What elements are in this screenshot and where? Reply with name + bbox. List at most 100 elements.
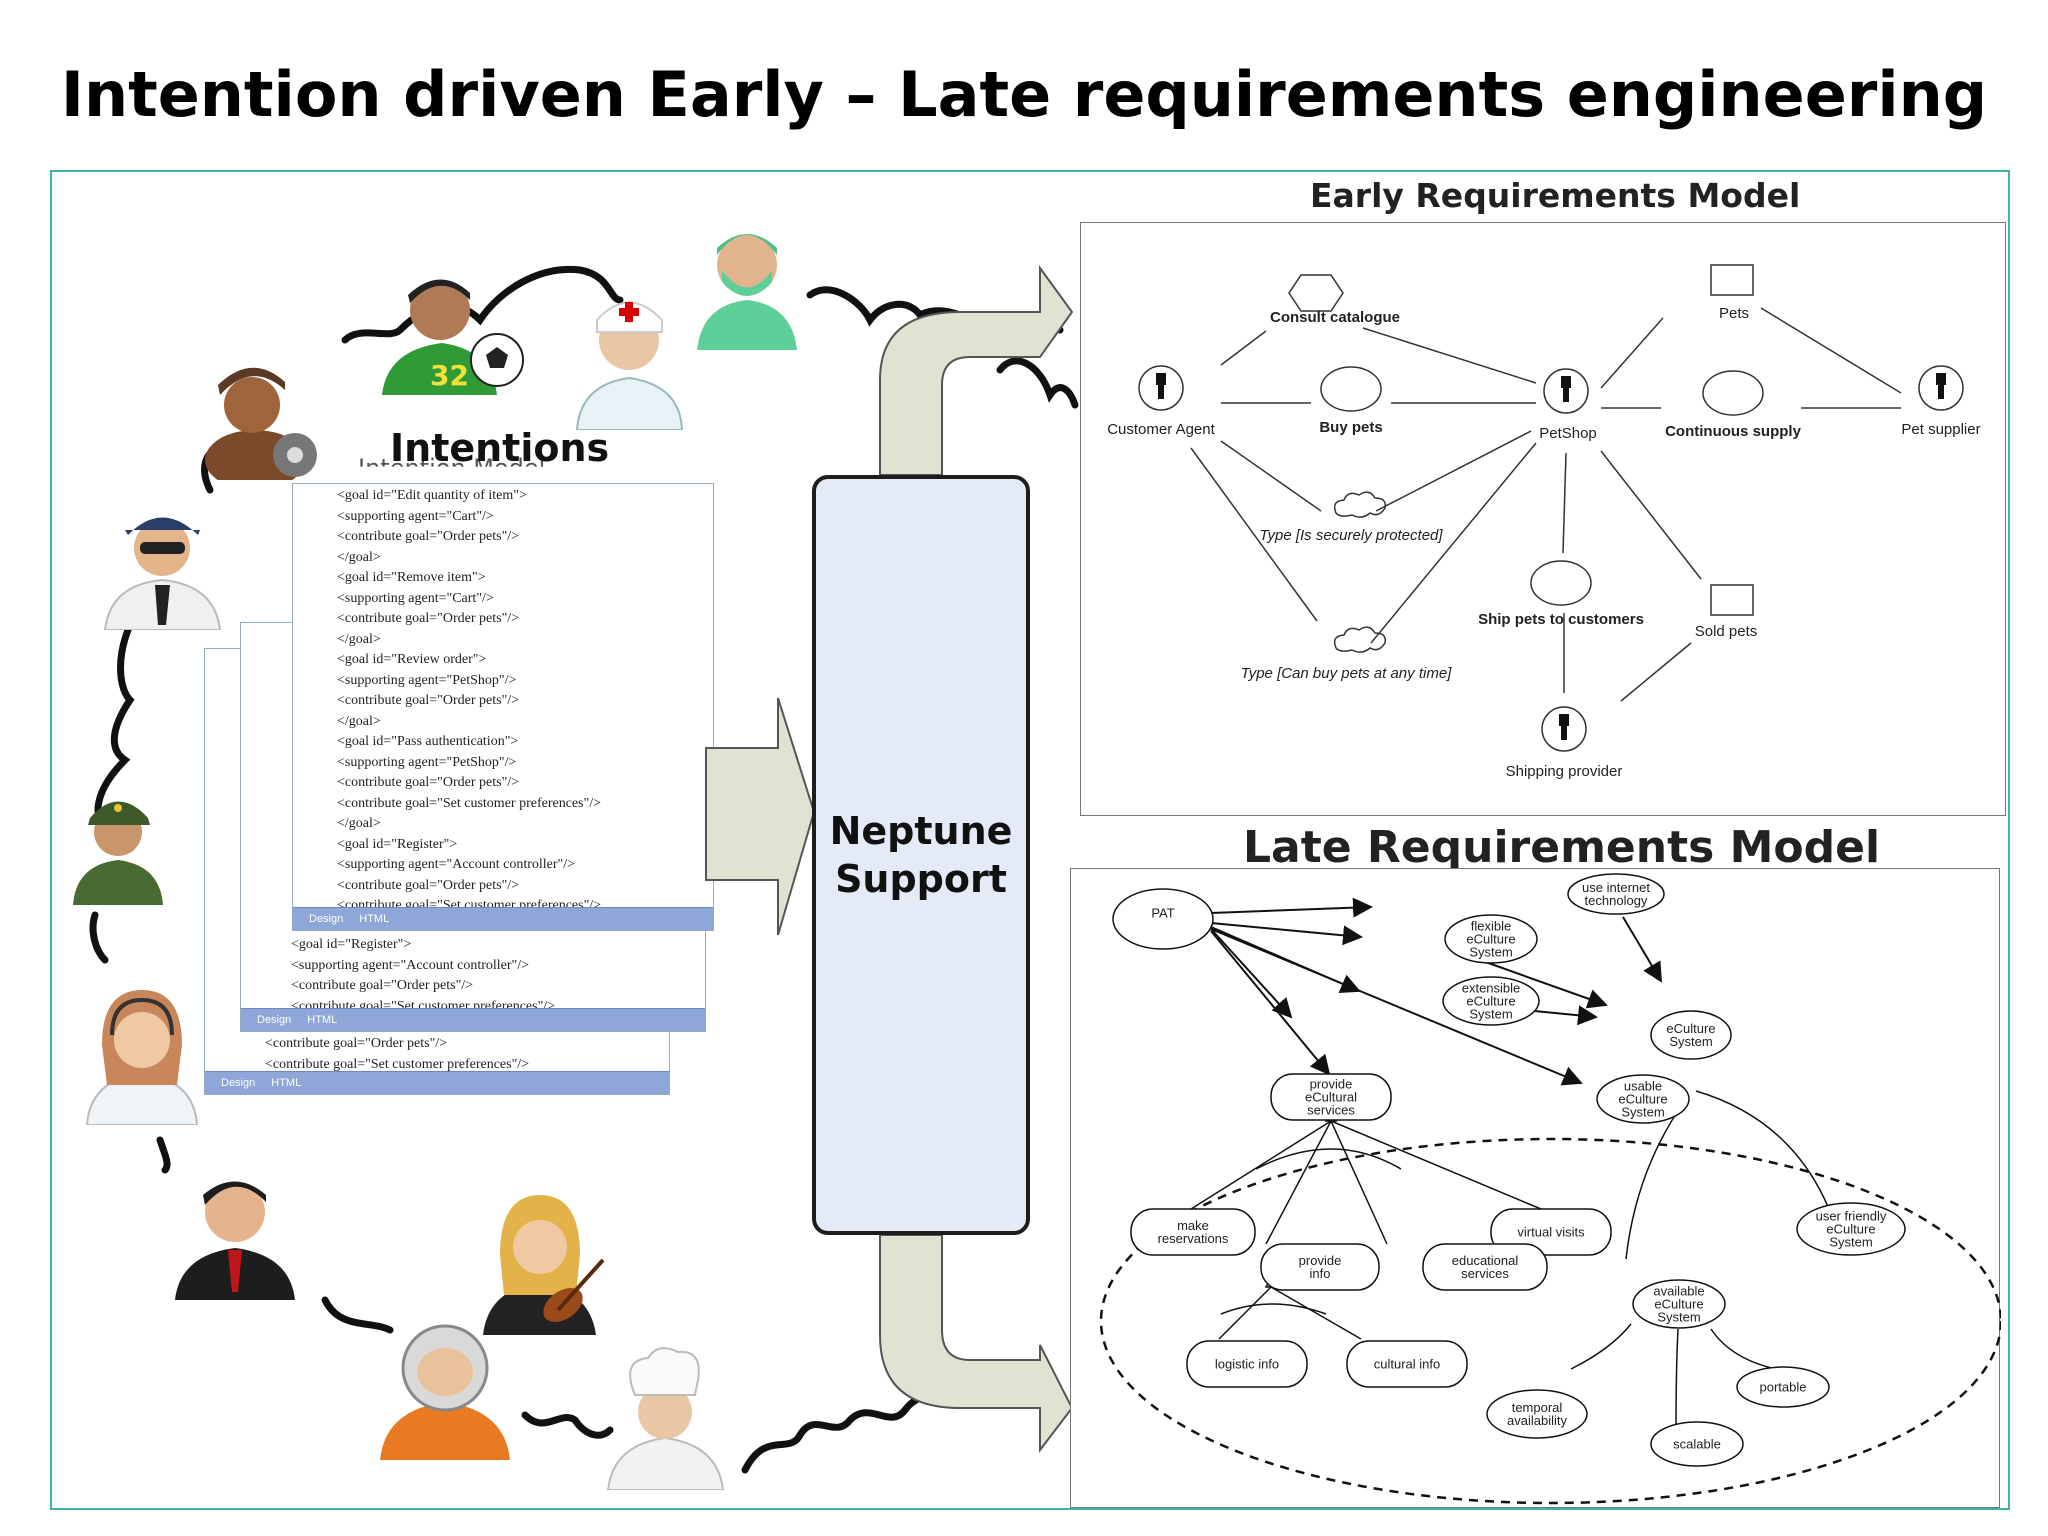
pets-label: Pets bbox=[1718, 305, 1750, 322]
consult-catalogue-softgoal bbox=[1288, 274, 1344, 312]
doc-line: <goal id="Edit quantity of item"> bbox=[337, 488, 527, 503]
educational-label: educational services bbox=[1451, 1253, 1519, 1281]
content-frame bbox=[50, 170, 2010, 1510]
doc-line: <goal id="Review order"> bbox=[337, 652, 487, 667]
doc-tab-bar: Design HTML bbox=[205, 1071, 669, 1094]
temporal-softgoal bbox=[1486, 1389, 1588, 1439]
late-requirements-diagram: PAT use internet technology flexible eCu… bbox=[1070, 868, 2003, 1508]
doc-line: <contribute goal="Order pets"/> bbox=[291, 978, 474, 993]
neptune-to-late-arrow bbox=[879, 1234, 1074, 1453]
tab-design[interactable]: Design bbox=[221, 1077, 256, 1089]
doc-line: <supporting agent="PetShop"/> bbox=[337, 672, 517, 688]
cultural-info-label: cultural info bbox=[1373, 1356, 1441, 1372]
petshop-actor bbox=[1543, 368, 1589, 414]
doc-tab-bar: Design HTML bbox=[241, 1008, 705, 1031]
educational-task bbox=[1422, 1243, 1548, 1291]
usable-label: usable eCulture System bbox=[1618, 1078, 1668, 1120]
doc-tab-bar: Design HTML bbox=[293, 907, 713, 930]
extensible-label: extensible eCulture System bbox=[1461, 980, 1521, 1022]
doc-line: <supporting agent="Cart"/> bbox=[337, 590, 494, 606]
eculture-system-label: eCulture System bbox=[1666, 1021, 1716, 1049]
user-friendly-softgoal bbox=[1796, 1202, 1906, 1256]
pat-label: PAT bbox=[1151, 905, 1175, 921]
late-requirements-title: Late Requirements Model bbox=[1243, 822, 1881, 873]
provide-info-goal bbox=[1260, 1243, 1380, 1291]
slide-title: Intention driven Early – Late requiremen… bbox=[60, 58, 1988, 131]
virtual-visits-label: virtual visits bbox=[1517, 1224, 1585, 1240]
neptune-line1: Neptune bbox=[829, 809, 1013, 853]
surgeon-icon bbox=[697, 234, 797, 350]
intention-document-back-text: <contribute goal="Order pets"/> <contrib… bbox=[265, 1034, 529, 1075]
pat-actor bbox=[1112, 888, 1214, 950]
buy-pets-goal bbox=[1320, 366, 1382, 412]
tab-design[interactable]: Design bbox=[257, 1014, 292, 1026]
film-maker-icon bbox=[205, 367, 317, 480]
continuous-supply-goal bbox=[1702, 370, 1764, 416]
violinist-icon bbox=[483, 1195, 605, 1335]
provide-info-label: provide info bbox=[1298, 1253, 1342, 1281]
sold-pets-resource bbox=[1710, 584, 1754, 616]
doc-line: <contribute goal="Order pets"/> bbox=[265, 1036, 448, 1051]
early-requirements-title: Early Requirements Model bbox=[1310, 176, 1801, 215]
can-buy-softgoal bbox=[1333, 626, 1387, 653]
scalable-label: scalable bbox=[1673, 1436, 1721, 1452]
flexible-label: flexible eCulture System bbox=[1466, 918, 1516, 960]
make-reservations-label: make reservations bbox=[1157, 1218, 1229, 1246]
ship-pets-label: Ship pets to customers bbox=[1478, 611, 1644, 628]
doc-line: </goal> bbox=[337, 549, 381, 565]
provide-services-label: provide eCultural services bbox=[1304, 1076, 1358, 1118]
doc-line: <contribute goal="Set customer preferenc… bbox=[337, 795, 602, 811]
portable-softgoal bbox=[1736, 1366, 1830, 1408]
doc-line: <goal id="Register"> bbox=[337, 836, 458, 852]
flexible-softgoal bbox=[1444, 914, 1538, 964]
can-buy-label: Type [Can buy pets at any time] bbox=[1240, 665, 1452, 682]
logistic-info-task bbox=[1186, 1340, 1308, 1388]
football-player-icon: 32 bbox=[382, 279, 524, 395]
shipping-provider-actor bbox=[1541, 706, 1587, 752]
logistic-info-label: logistic info bbox=[1214, 1356, 1280, 1372]
doc-line: <contribute goal="Set customer preferenc… bbox=[265, 1056, 530, 1072]
available-softgoal bbox=[1632, 1279, 1726, 1329]
intention-document-front: <goal id="Edit quantity of item"> <suppo… bbox=[292, 483, 714, 931]
svg-text:32: 32 bbox=[430, 359, 469, 392]
sold-pets-label: Sold pets bbox=[1694, 623, 1758, 640]
doc-line: <contribute goal="Order pets"/> bbox=[337, 611, 520, 626]
neptune-line2: Support bbox=[835, 857, 1007, 901]
doc-line: <goal id="Register"> bbox=[291, 937, 412, 952]
intentions-label: Intentions bbox=[390, 426, 610, 470]
early-requirements-graph bbox=[1138, 264, 1964, 752]
doc-line: <contribute goal="Order pets"/> bbox=[337, 693, 520, 708]
usable-softgoal bbox=[1596, 1074, 1690, 1124]
pets-resource bbox=[1710, 264, 1754, 296]
neptune-to-early-arrow bbox=[879, 264, 1074, 476]
tab-html[interactable]: HTML bbox=[271, 1077, 302, 1089]
use-internet-label: use internet technology bbox=[1582, 880, 1650, 908]
tab-html[interactable]: HTML bbox=[359, 913, 390, 925]
doc-line: <supporting agent="PetShop"/> bbox=[337, 754, 517, 770]
soldier-icon bbox=[73, 801, 163, 905]
user-friendly-label: user friendly eCulture System bbox=[1815, 1208, 1887, 1250]
intentions-to-neptune-arrow bbox=[705, 697, 816, 936]
continuous-supply-label: Continuous supply bbox=[1665, 423, 1801, 440]
scalable-softgoal bbox=[1650, 1421, 1744, 1467]
doc-line: <contribute goal="Order pets"/> bbox=[337, 877, 520, 893]
cultural-info-task bbox=[1346, 1340, 1468, 1388]
pet-supplier-label: Pet supplier bbox=[1901, 421, 1981, 438]
portable-label: portable bbox=[1759, 1379, 1807, 1395]
tab-html[interactable]: HTML bbox=[307, 1014, 338, 1026]
customer-agent-label: Customer Agent bbox=[1107, 421, 1215, 438]
secure-label: Type [Is securely protected] bbox=[1259, 527, 1443, 544]
chef-icon bbox=[606, 1347, 725, 1490]
doc-line: <contribute goal="Order pets"/> bbox=[337, 529, 520, 544]
customer-agent-actor bbox=[1138, 365, 1184, 411]
doc-line: </goal> bbox=[337, 713, 381, 729]
use-internet-softgoal bbox=[1567, 873, 1665, 915]
tab-design[interactable]: Design bbox=[309, 913, 344, 925]
eculture-system-softgoal bbox=[1650, 1010, 1732, 1060]
provide-services-goal bbox=[1270, 1073, 1392, 1121]
doc-line: </goal> bbox=[337, 631, 381, 647]
consult-catalogue-label: Consult catalogue bbox=[1269, 309, 1401, 326]
